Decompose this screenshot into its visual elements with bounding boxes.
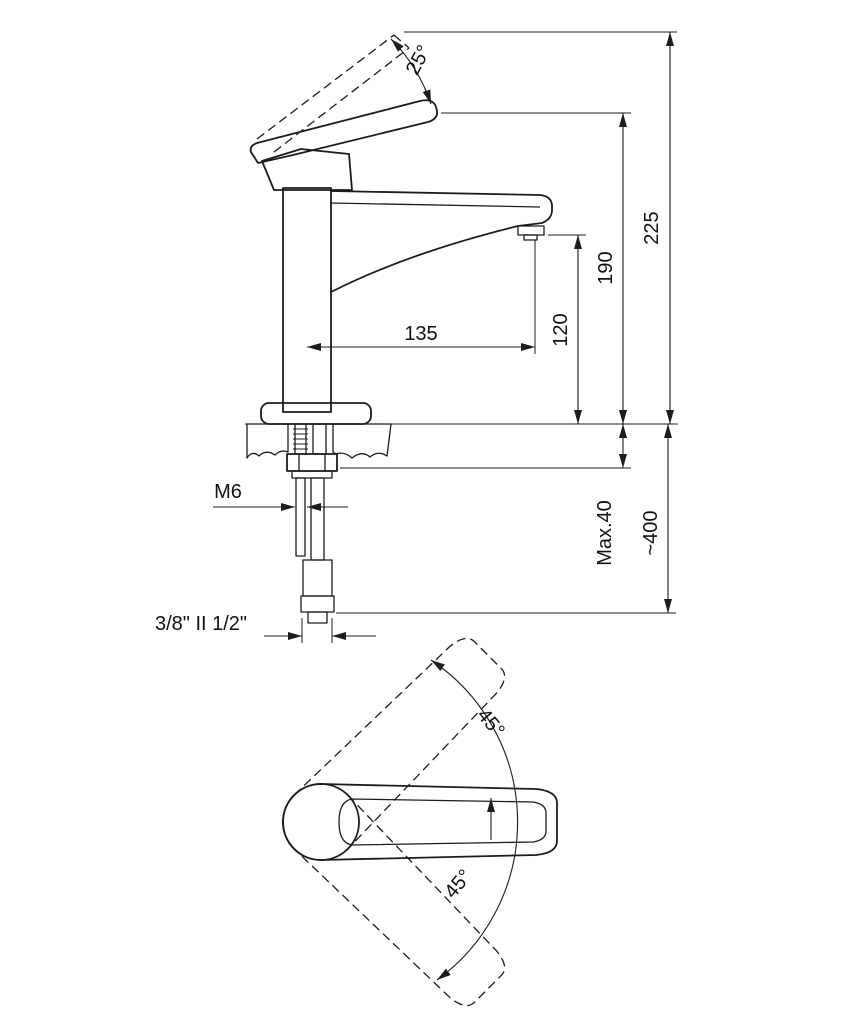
dim-label-max40: Max.40	[594, 500, 616, 566]
dim-handle-swing: 45° 45°	[430, 659, 519, 981]
m6-stud-threads	[293, 428, 308, 450]
shank-tube	[312, 423, 327, 455]
countertop-section-left	[246, 423, 289, 459]
dim-max-deck-thickness: Max.40	[594, 424, 627, 566]
cartridge-dome	[261, 148, 353, 191]
dim-connection-size: 3/8" II 1/2"	[155, 613, 376, 643]
mounting-nut-facets	[298, 454, 326, 471]
dim-spout-height: 120	[550, 235, 582, 424]
dim-body-height: 190	[595, 113, 627, 424]
lever-angle-label: 25°	[402, 42, 436, 79]
supply-hose	[310, 477, 325, 561]
hose-connector-nut	[300, 595, 335, 613]
hose-end-stub	[307, 611, 328, 624]
handle-top-view: 45° 45°	[266, 627, 558, 1017]
dim-label-225: 225	[641, 211, 663, 244]
dim-label-connection: 3/8" II 1/2"	[155, 613, 247, 635]
handle-swing-arc	[430, 659, 519, 981]
fixing-assembly	[286, 423, 338, 624]
faucet-body-column	[282, 187, 332, 413]
dim-hose-length: ~400	[640, 424, 672, 613]
m6-stud-lower	[295, 477, 306, 557]
lever-raised-position	[256, 34, 410, 153]
lever-handle-side	[249, 99, 438, 164]
spout-outline	[330, 190, 553, 293]
dim-label-m6: M6	[214, 481, 242, 503]
dim-fixing-thread: M6	[213, 481, 348, 511]
mounting-nut	[286, 453, 338, 472]
raised-lever-tip	[393, 34, 410, 49]
lever-handle-plan-inner	[338, 798, 547, 846]
raised-lever-bottom-edge	[273, 47, 410, 153]
washer	[291, 470, 333, 479]
aerator	[517, 225, 545, 236]
dim-label-190: 190	[595, 251, 617, 284]
faucet-side-view	[246, 34, 553, 624]
dim-spout-reach: 135	[307, 323, 535, 351]
raised-lever-top-edge	[256, 34, 395, 140]
lever-swung-down-outline	[266, 767, 516, 1017]
dim-lever-angle: 25°	[390, 38, 436, 105]
spout-top-edge-line	[330, 202, 541, 208]
dim-label-swing-up: 45°	[472, 704, 508, 741]
lever-swung-up-outline	[266, 627, 516, 877]
dimensions-side-view: 25° 225 190 120 135	[155, 31, 678, 643]
lever-angle-arc	[390, 38, 432, 105]
aerator-tip	[523, 234, 538, 241]
dim-label-120: 120	[550, 313, 572, 346]
base-plate	[260, 402, 372, 425]
dim-label-400: ~400	[640, 510, 662, 555]
hose-braided-section	[302, 559, 333, 597]
dim-label-135: 135	[404, 323, 437, 345]
countertop-section-right	[332, 423, 392, 459]
dim-overall-height: 225	[641, 32, 674, 424]
